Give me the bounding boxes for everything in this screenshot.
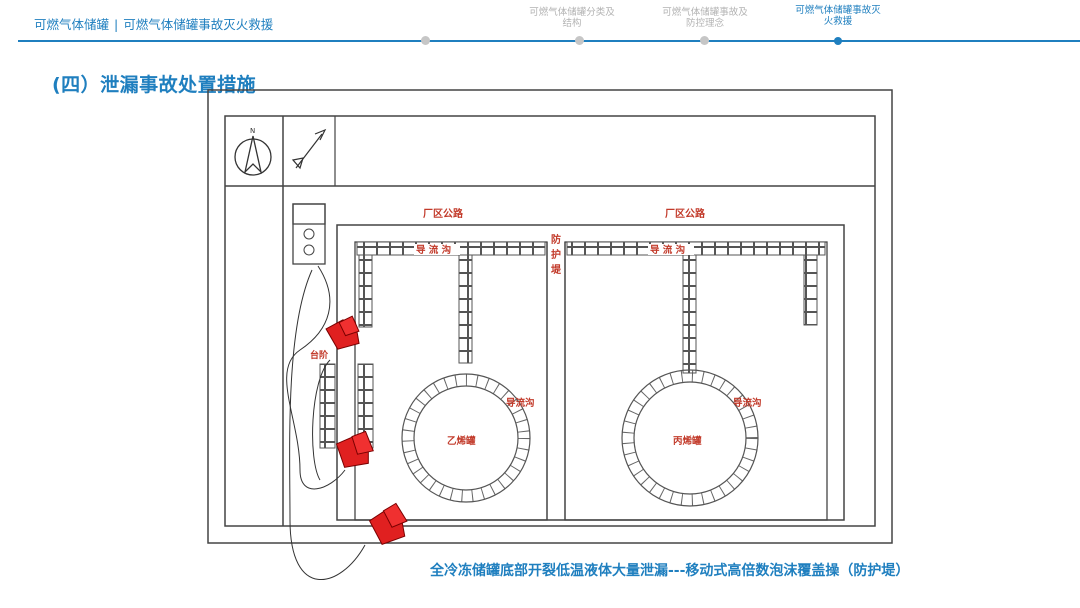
dike-label-2: 护 (551, 248, 561, 261)
road-label-left: 厂区公路 (423, 207, 464, 220)
dike-label-3: 堤 (551, 263, 562, 276)
channel-label-ring-right: 导流沟 (733, 397, 762, 409)
stair-block-left (319, 363, 336, 449)
compass-icon: N (234, 127, 272, 176)
nav-dot-2[interactable] (575, 36, 584, 45)
tank-left (401, 373, 531, 503)
dike-label-1: 防 (551, 233, 561, 246)
hose-line-2 (289, 269, 366, 580)
caption: 全冷冻储罐底部开裂低温液体大量泄漏---移动式高倍数泡沫覆盖操（防护堤） (430, 563, 910, 579)
foam-truck-3 (368, 502, 408, 545)
header-chapter: 可燃气体储罐事故灭火救援 (123, 17, 274, 32)
channel-label-ring-left: 导流沟 (506, 397, 535, 409)
nav-dot-3[interactable] (700, 36, 709, 45)
foam-truck-2 (335, 430, 374, 468)
header-section: 可燃气体储罐 (34, 17, 110, 32)
header-separator: | (114, 17, 119, 32)
section-title: (四）泄漏事故处置措施 (52, 74, 257, 96)
channel-label-top-left: 导 流 沟 (416, 244, 451, 256)
nav-dot-1[interactable] (421, 36, 430, 45)
platform-label: 台阶 (310, 349, 329, 361)
tank-label-left: 乙烯罐 (447, 435, 476, 447)
road-label-right: 厂区公路 (665, 207, 706, 220)
nav-step-2[interactable]: 可燃气体储罐事故及防控理念 (662, 7, 748, 29)
nav-step-1[interactable]: 可燃气体储罐分类及结构 (529, 7, 615, 29)
header-title: 可燃气体储罐 | 可燃气体储罐事故灭火救援 (34, 16, 284, 33)
dike-wall (336, 224, 845, 521)
compass-letter: N (250, 127, 255, 135)
hose-line-1 (286, 265, 346, 490)
foam-truck-1 (325, 315, 360, 350)
inner-frame (224, 115, 876, 527)
tank-right (621, 369, 759, 507)
header-divider (18, 40, 1080, 42)
tank-label-right: 丙烯罐 (673, 435, 702, 447)
nav-step-3[interactable]: 可燃气体储罐事故灭火救援 (795, 5, 881, 27)
wind-direction-icon (291, 128, 327, 170)
nav-dot-active[interactable] (834, 37, 842, 45)
channel-label-top-right: 导 流 沟 (650, 244, 685, 256)
pump-station (292, 203, 326, 265)
outer-frame (207, 89, 893, 544)
channel-top-right (566, 241, 826, 256)
